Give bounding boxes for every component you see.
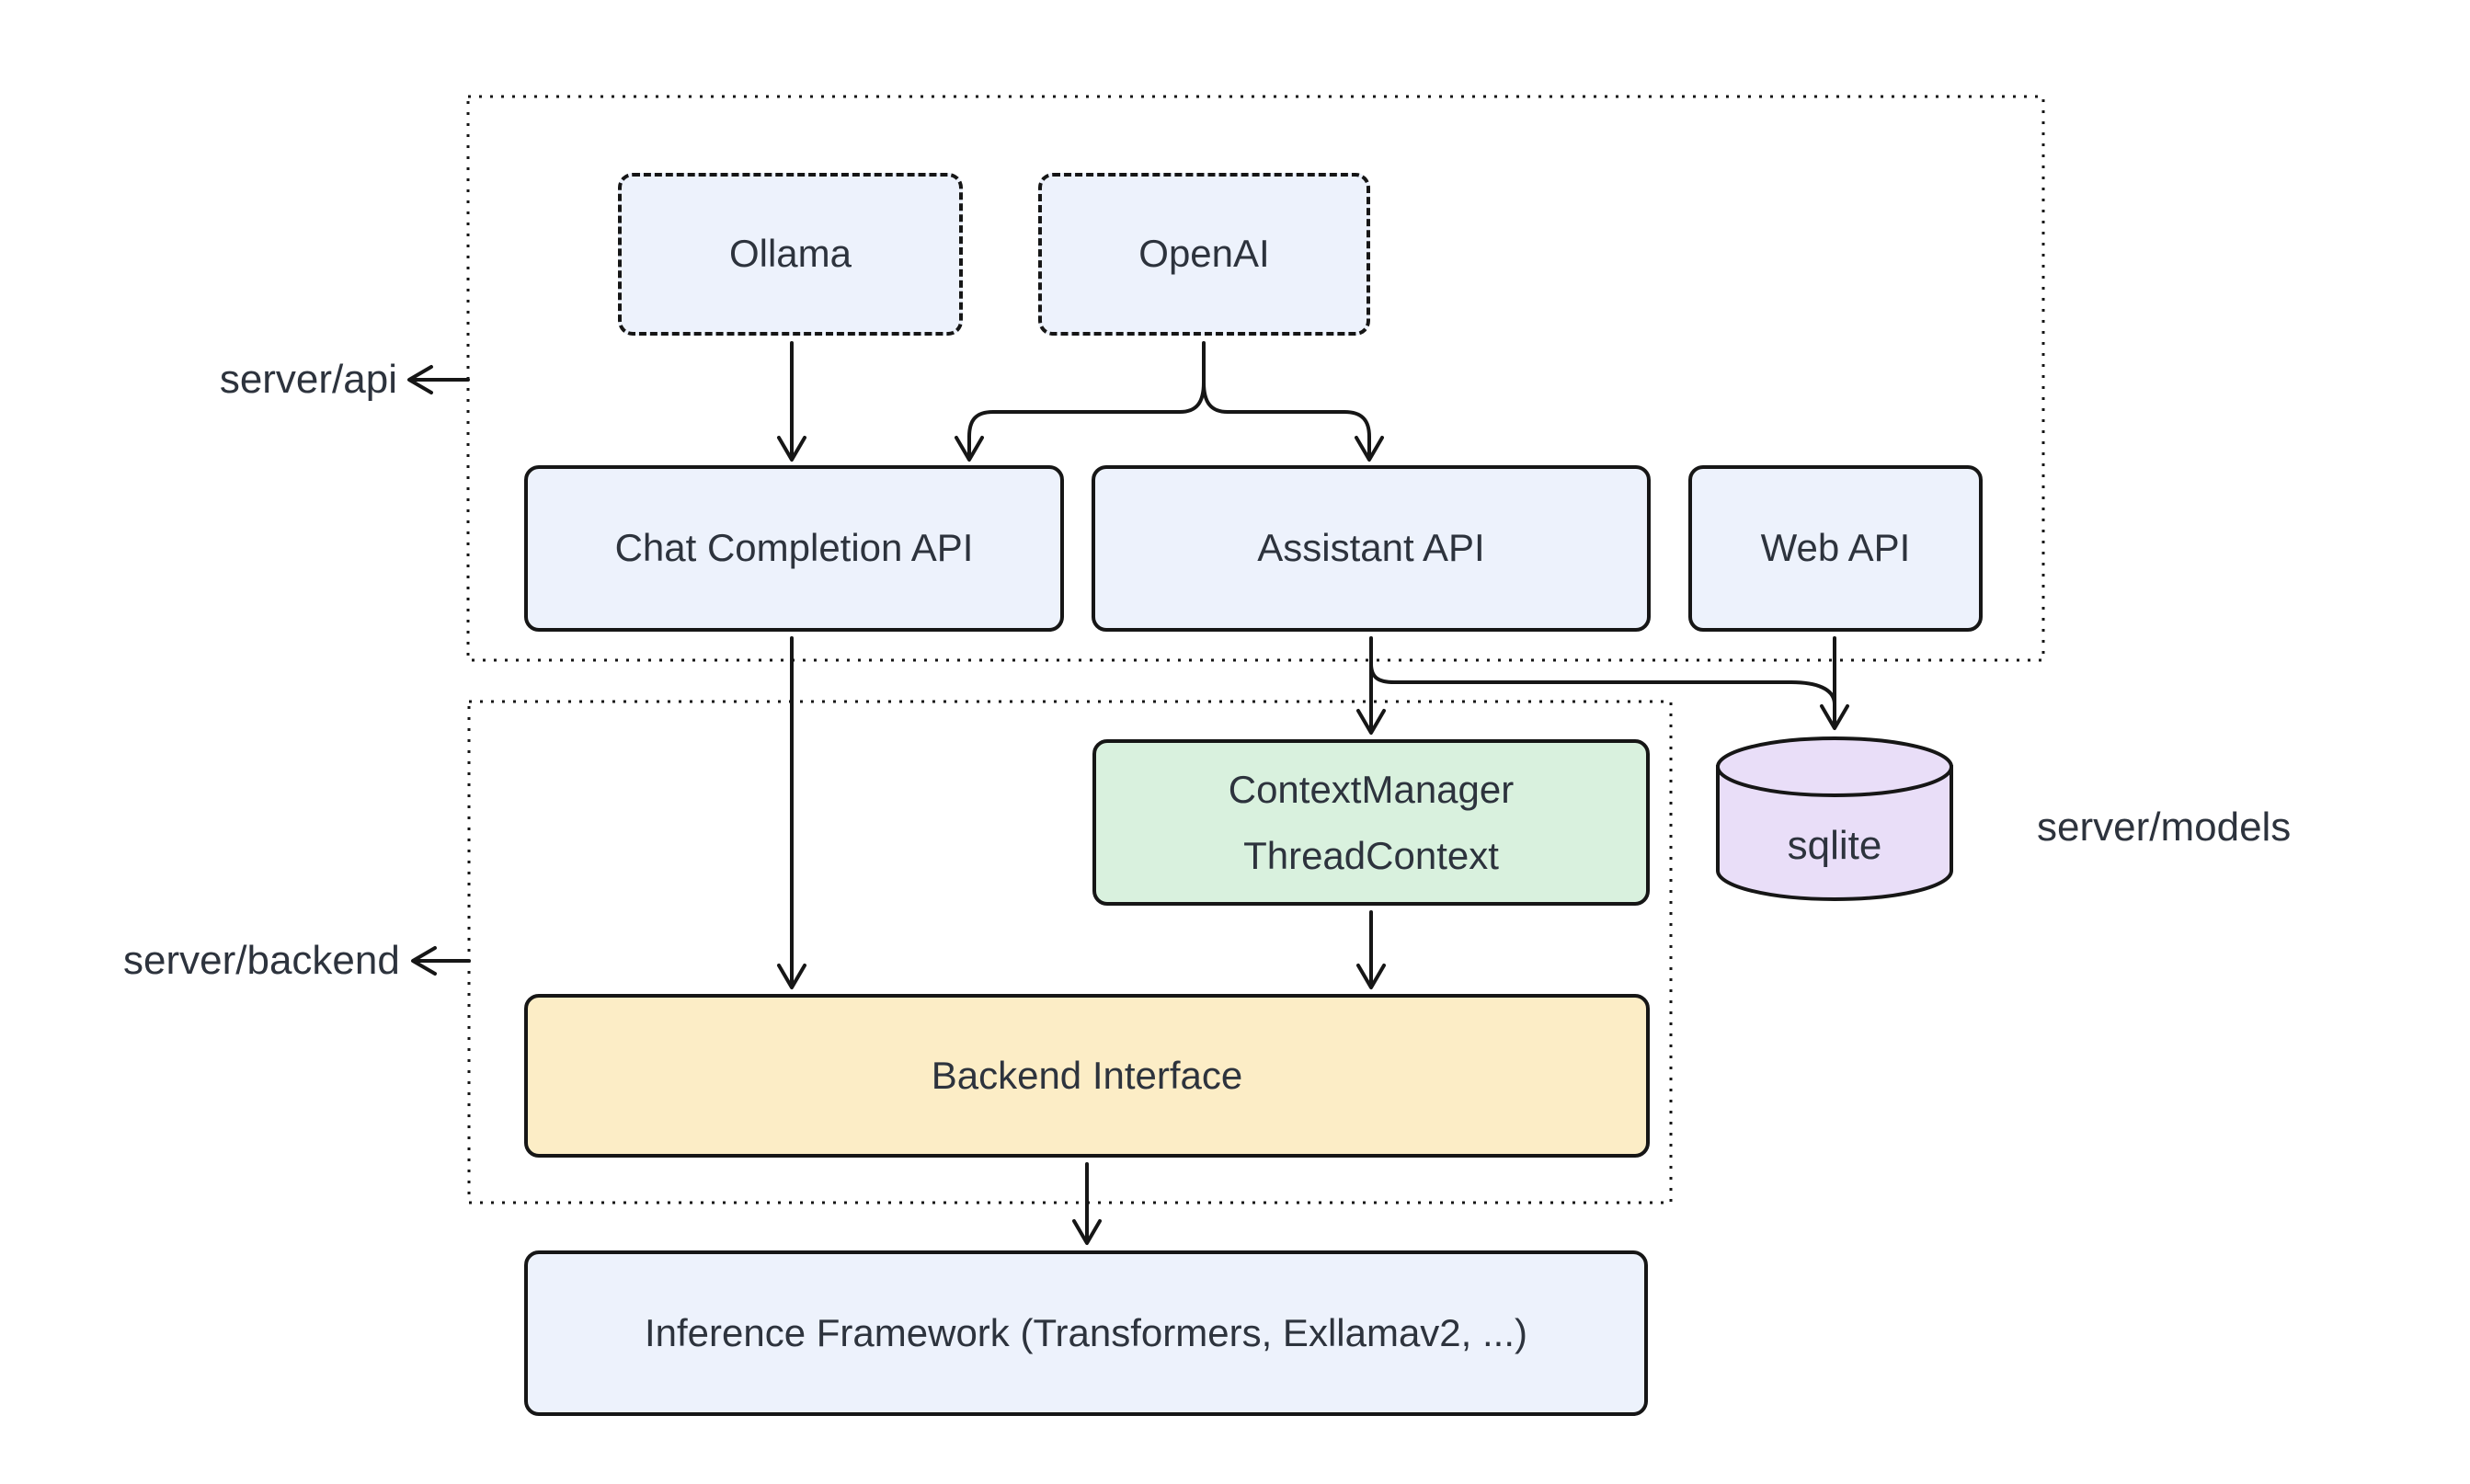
node-backend-interface-label: Backend Interface	[931, 1053, 1243, 1097]
node-backend-interface: Backend Interface	[524, 994, 1650, 1158]
sqlite-cylinder-body	[1716, 765, 1953, 901]
sqlite-cylinder-top	[1716, 736, 1953, 797]
label-server-backend: server/backend	[123, 938, 400, 983]
node-assistant-api: Assistant API	[1092, 465, 1651, 632]
node-context-manager-line1: ContextManager	[1228, 768, 1515, 812]
node-web-api-label: Web API	[1760, 526, 1911, 570]
node-ollama: Ollama	[618, 173, 963, 336]
label-server-models: server/models	[2037, 805, 2292, 850]
node-assistant-api-label: Assistant API	[1257, 526, 1485, 570]
edge-assistant-to-sqlite	[1369, 662, 1836, 706]
node-chat-completion-api: Chat Completion API	[524, 465, 1064, 632]
node-chat-completion-api-label: Chat Completion API	[614, 526, 974, 570]
node-web-api: Web API	[1688, 465, 1983, 632]
node-inference-framework: Inference Framework (Transformers, Exlla…	[524, 1250, 1648, 1416]
edge-openai-to-assistant	[1202, 381, 1384, 462]
node-sqlite-label: sqlite	[1787, 823, 1882, 868]
node-openai: OpenAI	[1038, 173, 1370, 336]
node-context-manager-line2: ThreadContext	[1243, 833, 1499, 877]
node-openai-label: OpenAI	[1138, 232, 1270, 276]
node-ollama-label: Ollama	[728, 232, 852, 276]
label-server-api: server/api	[219, 357, 397, 402]
node-inference-framework-label: Inference Framework (Transformers, Exlla…	[644, 1310, 1527, 1354]
edge-openai-to-chat-completion	[955, 341, 1206, 462]
node-context-manager: ContextManager ThreadContext	[1092, 739, 1650, 906]
